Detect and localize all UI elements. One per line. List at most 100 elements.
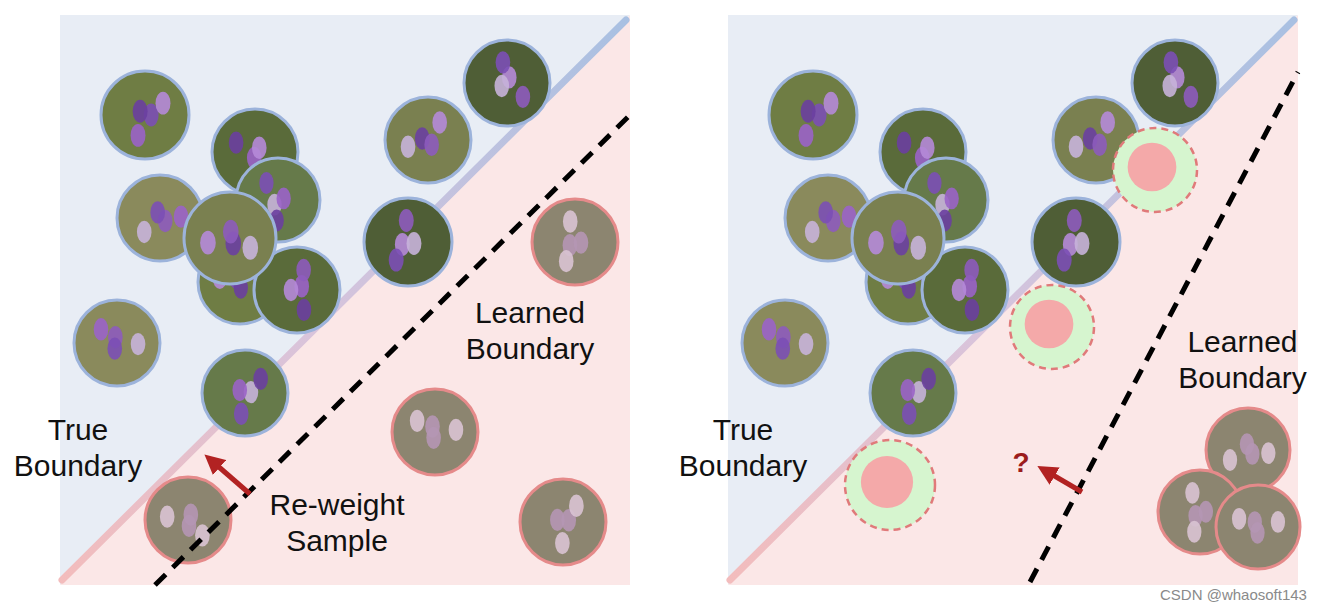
flower-petal xyxy=(818,201,833,223)
class-region-blue xyxy=(728,15,1298,585)
photo-background xyxy=(1132,40,1218,126)
photo-background xyxy=(184,192,276,284)
photo-background xyxy=(520,479,606,565)
sample-ring xyxy=(845,440,935,530)
flower-photo xyxy=(852,192,944,284)
flower-petal xyxy=(801,100,816,123)
flower-photo xyxy=(184,192,276,284)
photo-background xyxy=(385,97,471,183)
photo-background xyxy=(464,40,550,126)
flower-petal xyxy=(131,124,146,147)
flower-petal xyxy=(389,249,404,272)
photo-background xyxy=(101,71,189,159)
flower-petal xyxy=(1074,232,1089,255)
flower-petal xyxy=(399,209,414,232)
flower-petal xyxy=(432,111,447,133)
flower-petal xyxy=(1199,501,1213,523)
flower-petal xyxy=(156,92,171,115)
flower-photo xyxy=(742,300,828,386)
flower-petal xyxy=(945,188,959,210)
flower-photo xyxy=(385,97,471,183)
photo-border xyxy=(145,477,231,563)
flower-petal xyxy=(927,172,941,194)
flower-petal xyxy=(799,124,814,147)
photo-border xyxy=(769,71,857,159)
flower-petal xyxy=(555,532,570,554)
photo-background xyxy=(392,389,478,475)
flower-photo xyxy=(1132,40,1218,126)
flower-petal xyxy=(232,379,247,401)
flower-petal xyxy=(964,259,979,281)
photo-border xyxy=(385,97,471,183)
flower-petal xyxy=(296,259,311,281)
flower-petal xyxy=(494,75,509,97)
photo-border xyxy=(852,192,944,284)
flower-petal xyxy=(1240,433,1254,455)
sample-core xyxy=(861,456,913,508)
boundary-label: True Boundary xyxy=(668,412,818,484)
flower-petal xyxy=(910,236,926,260)
photo-background xyxy=(1216,485,1300,569)
flower-petal xyxy=(496,51,511,73)
flower-photo xyxy=(392,389,478,475)
watermark: CSDN @whaosoft143 xyxy=(1160,586,1328,604)
photo-border xyxy=(1216,485,1300,569)
photo-background xyxy=(202,350,288,436)
flower-petal xyxy=(424,134,439,156)
flower-photo xyxy=(769,71,857,159)
true-boundary-line xyxy=(62,20,626,580)
flower-petal xyxy=(1057,249,1072,272)
flower-petal xyxy=(1261,442,1275,464)
flower-petal xyxy=(805,221,820,243)
flower-petal xyxy=(897,131,912,153)
flower-petal xyxy=(242,236,258,260)
flower-petal xyxy=(1067,209,1082,232)
photo-border xyxy=(184,192,276,284)
flower-petal xyxy=(569,495,584,517)
photo-background xyxy=(852,192,944,284)
learned-boundary-line xyxy=(155,115,630,585)
flower-photo xyxy=(145,477,231,563)
shift-arrow xyxy=(1046,471,1082,492)
flower-photo xyxy=(101,71,189,159)
flower-petal xyxy=(229,131,244,153)
flower-petal xyxy=(891,220,907,244)
photo-background xyxy=(74,300,160,386)
flower-photo xyxy=(202,350,288,436)
photo-border xyxy=(202,350,288,436)
flower-petal xyxy=(150,201,165,223)
flower-petal xyxy=(1164,51,1179,73)
flower-petal xyxy=(410,410,425,432)
photo-border xyxy=(742,300,828,386)
sample-ring xyxy=(1010,285,1094,369)
boundary-label: Learned Boundary xyxy=(455,295,605,367)
annotation-label: Re-weight Sample xyxy=(252,487,422,559)
flower-petal xyxy=(920,137,935,159)
flower-petal xyxy=(1250,522,1264,544)
boundary-label: Learned Boundary xyxy=(1165,324,1320,396)
shift-arrow xyxy=(212,461,250,494)
flower-petal xyxy=(94,318,109,340)
missing-sample xyxy=(1113,128,1197,212)
photo-background xyxy=(364,198,452,286)
flower-petal xyxy=(284,279,299,301)
photo-border xyxy=(532,199,618,285)
flower-petal xyxy=(252,137,267,159)
flower-photo xyxy=(1032,198,1120,286)
flower-petal xyxy=(965,299,980,321)
flower-petal xyxy=(550,509,565,531)
photo-border xyxy=(392,389,478,475)
flower-petal xyxy=(900,379,915,401)
flower-petal xyxy=(1271,511,1285,533)
flower-petal xyxy=(902,403,917,425)
sample-core xyxy=(1128,143,1177,192)
flower-petal xyxy=(406,232,421,255)
flower-petal xyxy=(799,333,814,355)
flower-photo xyxy=(464,40,550,126)
photo-border xyxy=(520,479,606,565)
flower-photo xyxy=(74,300,160,386)
flower-petal xyxy=(234,403,249,425)
flower-photo xyxy=(1216,485,1300,569)
flower-petal xyxy=(921,368,936,390)
